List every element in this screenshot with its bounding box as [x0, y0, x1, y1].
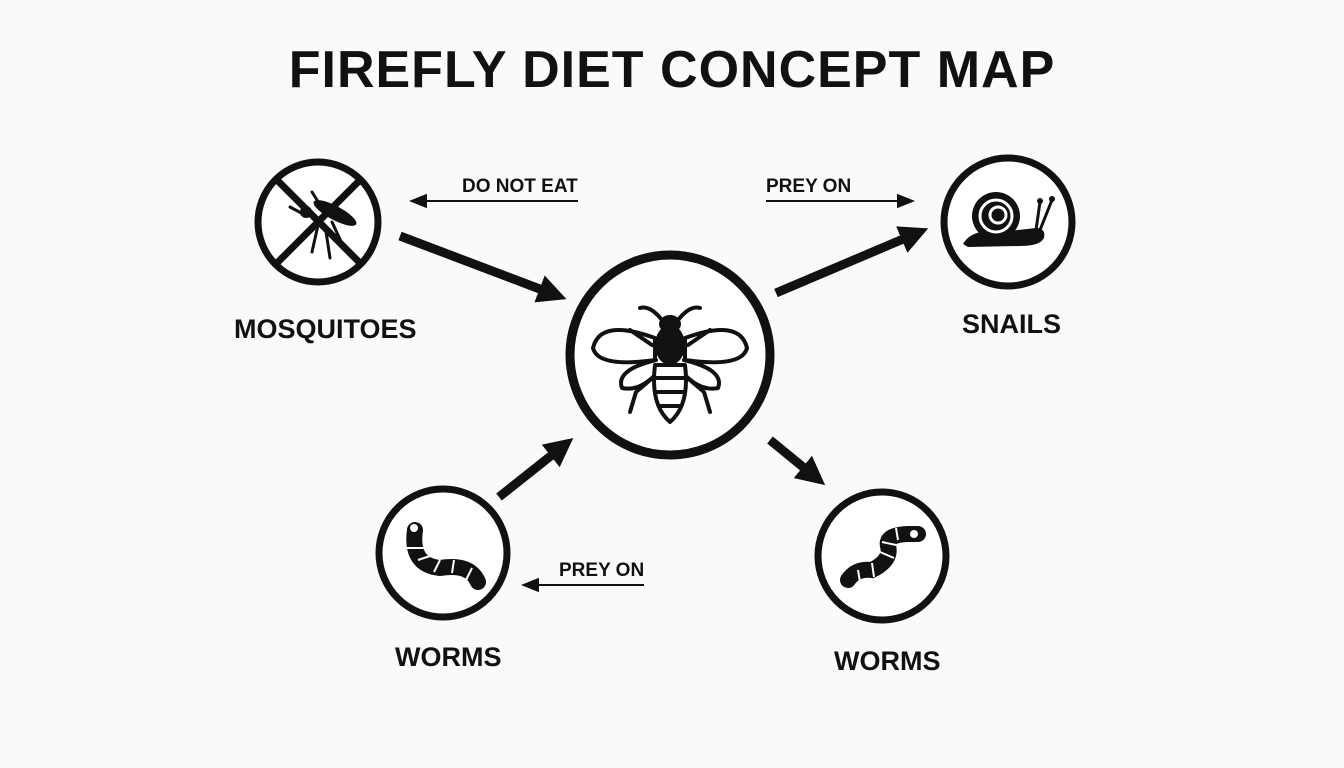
- edge-label-prey-on-snails: PREY ON: [766, 176, 852, 197]
- worms-right-node: [814, 488, 950, 624]
- arrow-firefly-to-worms-right: [767, 436, 826, 486]
- arrow-worms-left-to-firefly: [496, 438, 574, 501]
- worms-left-node: [375, 485, 511, 621]
- mosquitoes-node: [254, 158, 382, 286]
- firefly-icon: [591, 305, 749, 424]
- page-title: FIREFLY DIET CONCEPT MAP: [288, 41, 1056, 99]
- arrow-mosquitoes-to-firefly: [398, 231, 567, 303]
- worms-left-label: WORMS: [395, 642, 502, 672]
- worm-icon: [840, 526, 926, 588]
- firefly-node: [565, 250, 775, 460]
- mosquitoes-label: MOSQUITOES: [234, 314, 417, 344]
- arrow-firefly-to-snails: [774, 226, 929, 298]
- snail-icon: [963, 192, 1055, 247]
- snails-label: SNAILS: [962, 309, 1062, 339]
- worms-right-label: WORMS: [834, 646, 941, 676]
- crossed-out-mosquito-icon: [272, 175, 365, 268]
- edge-label-prey-on-worms: PREY ON: [559, 560, 645, 581]
- snails-node: [940, 154, 1076, 290]
- worm-icon: [406, 522, 486, 590]
- edge-label-do-not-eat: DO NOT EAT: [462, 176, 578, 197]
